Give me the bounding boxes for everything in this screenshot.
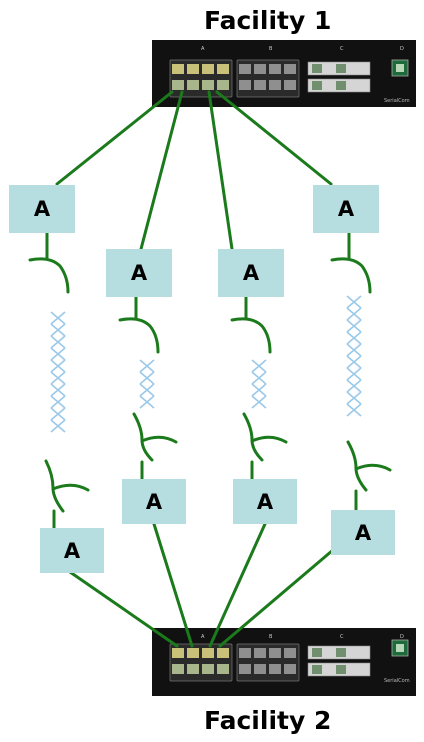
fiber-helix-icon: [50, 311, 66, 433]
port-group-d: SerialCom: [384, 59, 410, 104]
amplifier-box-bottom-3: A: [233, 479, 297, 524]
amplifier-box-top-4: A: [313, 185, 379, 233]
device-brand: SerialCom: [384, 678, 410, 684]
link-bottom-4: [218, 548, 335, 648]
link-bottom-3: [208, 522, 267, 648]
amplifier-box-top-3: A: [218, 249, 284, 297]
link-top-2: [139, 90, 184, 251]
group-label-a: A: [201, 46, 205, 52]
fiber-helix-icon: [346, 295, 362, 417]
facility-1-device: A B C D SerialC: [152, 40, 416, 107]
group-label-c: C: [340, 634, 344, 640]
fiber-splice-icon: [354, 463, 392, 472]
facility-1-title: Facility 1: [204, 6, 332, 35]
fiber-splice-icon: [140, 435, 178, 444]
group-label-d: D: [400, 634, 404, 640]
port-group-d: SerialCom: [384, 639, 410, 684]
link-bottom-1: [68, 570, 179, 648]
link-lines: [28, 90, 392, 648]
facility-2-title: Facility 2: [204, 706, 332, 735]
device-brand: SerialCom: [384, 98, 410, 104]
link-bottom-2: [152, 522, 194, 648]
amplifier-box-top-2: A: [106, 249, 172, 297]
fiber-helix-icon: [139, 359, 155, 409]
fiber-splice-icon: [51, 483, 90, 492]
group-label-c: C: [340, 46, 344, 52]
fiber-splice-icon: [250, 435, 288, 444]
group-label-b: B: [269, 46, 273, 52]
link-top-3: [207, 90, 234, 251]
fiber-splice-icon: [118, 317, 160, 354]
fiber-splice-icon: [28, 257, 70, 294]
amplifier-box-bottom-4: A: [331, 510, 395, 555]
port-group-c: [307, 61, 371, 93]
port-group-a: [169, 643, 233, 682]
port-group-b: [236, 643, 300, 682]
link-top-4: [215, 90, 333, 186]
amplifier-box-top-1: A: [9, 185, 75, 233]
port-group-b: [236, 59, 300, 98]
fiber-splice-icon: [230, 317, 272, 354]
group-label-b: B: [269, 634, 273, 640]
facility-2-device: A B C D SerialCom: [152, 628, 416, 696]
link-top-1: [55, 90, 174, 186]
group-label-a: A: [201, 634, 205, 640]
port-group-a: [169, 59, 233, 98]
port-group-c: [307, 645, 371, 677]
fiber-splice-icon: [330, 257, 372, 294]
fiber-helix-icon: [251, 359, 267, 409]
amplifier-box-bottom-2: A: [122, 479, 186, 524]
amplifier-box-bottom-1: A: [40, 528, 104, 573]
group-label-d: D: [400, 46, 404, 52]
